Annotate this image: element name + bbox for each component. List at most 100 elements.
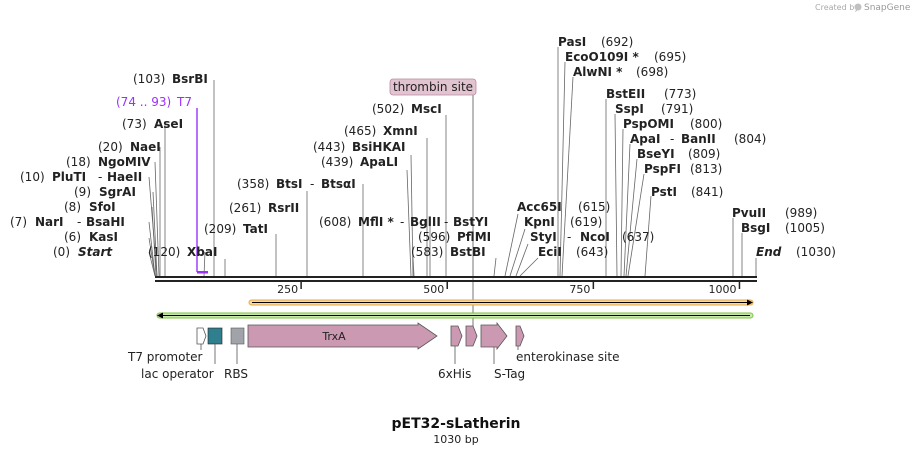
site-pos-naei: (20): [98, 140, 123, 154]
svg-text:-: -: [77, 215, 81, 229]
map-length: 1030 bp: [433, 433, 478, 446]
site-name-nari[interactable]: NarI: [35, 215, 64, 229]
site-pos-bsihkai: (443): [313, 140, 345, 154]
site-name-ngomiv[interactable]: NgoMIV: [98, 155, 151, 169]
t7-promoter-label: T7 promoter: [127, 350, 203, 364]
site-name-start[interactable]: Start: [78, 245, 113, 259]
site-name-kpni[interactable]: KpnI: [524, 215, 555, 229]
site-pos-styi: (637): [622, 230, 654, 244]
site-pos-kpni: (619): [570, 215, 602, 229]
orf-green[interactable]: [156, 312, 754, 319]
site-name-bstyi[interactable]: BstYI: [453, 215, 488, 229]
ruler-tick-label: 750: [569, 283, 590, 296]
svg-text:-: -: [670, 132, 674, 146]
backbone-top-strand: [155, 276, 757, 278]
site-name-bglii[interactable]: BglII: [410, 215, 441, 229]
his-tag-feature[interactable]: [450, 325, 463, 347]
site-name-bsgi[interactable]: BsgI: [741, 221, 770, 235]
site-name-bsihkai[interactable]: BsiHKAI: [352, 140, 406, 154]
site-pos-msci: (502): [372, 102, 404, 116]
site-name-btsai[interactable]: BtsαI: [321, 177, 356, 191]
site-name-pspfi[interactable]: PspFI: [644, 162, 681, 176]
site-name-eco0109i[interactable]: EcoO109I *: [565, 50, 639, 64]
site-pos-acc65i: (615): [578, 200, 610, 214]
site-pos-mfli: (608): [319, 215, 351, 229]
site-name-bstbi[interactable]: BstBI: [450, 245, 486, 259]
site-name-acc65i[interactable]: Acc65I: [517, 200, 562, 214]
site-pos-tati: (209): [204, 222, 236, 236]
s-tag-feature[interactable]: [480, 321, 508, 351]
site-name-pvuii[interactable]: PvuII: [732, 206, 766, 220]
site-name-sspi[interactable]: SspI: [615, 102, 644, 116]
site-name-asei[interactable]: AseI: [154, 117, 183, 131]
site-name-psti[interactable]: PstI: [651, 185, 677, 199]
thrombin-site-label: thrombin site: [393, 80, 473, 94]
site-pos-xmni: (465): [344, 124, 376, 138]
site-name-sgrai[interactable]: SgrAI: [99, 185, 136, 199]
site-name-pflmi[interactable]: PflMI: [457, 230, 491, 244]
site-name-banii[interactable]: BanII: [681, 132, 716, 146]
thrombin-feature[interactable]: [465, 325, 478, 347]
site-name-alwni[interactable]: AlwNI *: [573, 65, 623, 79]
svg-text:-: -: [98, 170, 102, 184]
site-pos-pvuii: (989): [785, 206, 817, 220]
site-pos-pflmi: (596): [418, 230, 450, 244]
snapgene-logo-icon: [854, 3, 862, 11]
site-name-tati[interactable]: TatI: [243, 222, 268, 236]
site-pos-asei: (73): [122, 117, 147, 131]
site-name-msci[interactable]: MscI: [411, 102, 442, 116]
lac-operator-feature[interactable]: [207, 327, 223, 345]
ruler-tick-label: 500: [423, 283, 444, 296]
site-pos-btsi: (358): [237, 177, 269, 191]
site-name-ecii[interactable]: EciI: [538, 245, 562, 259]
site-pos-sspi: (791): [661, 102, 693, 116]
site-name-xbai[interactable]: XbaI: [187, 245, 217, 259]
his-tag-label: 6xHis: [438, 367, 471, 381]
site-pos-kasi: (6): [64, 230, 81, 244]
t7-primer-mark[interactable]: [197, 271, 208, 274]
backbone-bottom-strand: [155, 280, 757, 282]
site-pos-bsteii: (773): [664, 87, 696, 101]
site-name-pasi[interactable]: PasI: [558, 35, 586, 49]
site-pos-pspomi: (800): [690, 117, 722, 131]
svg-text:-: -: [567, 230, 571, 244]
site-pos-ecii: (643): [576, 245, 608, 259]
feature-label-ticks: [200, 344, 519, 364]
t7-primer-name: T7: [176, 95, 192, 109]
site-name-end[interactable]: End: [756, 245, 782, 259]
site-name-rsrii[interactable]: RsrII: [268, 201, 299, 215]
site-name-ncoi[interactable]: NcoI: [580, 230, 610, 244]
site-name-bsahi[interactable]: BsaHI: [86, 215, 125, 229]
site-pos-pluti: (10): [20, 170, 45, 184]
site-name-haeii[interactable]: HaeII: [107, 170, 142, 184]
rbs-feature[interactable]: [230, 327, 245, 345]
trxA-feature[interactable]: [247, 322, 438, 350]
site-name-mfli[interactable]: MflI *: [358, 215, 394, 229]
enterokinase-feature[interactable]: [515, 325, 525, 347]
site-name-bseyi[interactable]: BseYI: [637, 147, 675, 161]
site-name-kasi[interactable]: KasI: [89, 230, 118, 244]
site-name-xmni[interactable]: XmnI: [383, 124, 418, 138]
site-name-apali[interactable]: ApaLI: [360, 155, 398, 169]
site-name-bsrbi[interactable]: BsrBI: [172, 72, 208, 86]
site-pos-nari: (7): [10, 215, 27, 229]
site-name-sfoi[interactable]: SfoI: [89, 200, 116, 214]
site-name-bsteii[interactable]: BstEII: [606, 87, 645, 101]
site-name-naei[interactable]: NaeI: [130, 140, 161, 154]
enterokinase-label: enterokinase site: [516, 350, 619, 364]
svg-text:-: -: [310, 177, 314, 191]
site-pos-bstbi: (583): [411, 245, 443, 259]
t7-promoter-feature[interactable]: [196, 327, 207, 345]
site-name-btsi[interactable]: BtsI: [276, 177, 303, 191]
site-pos-xbai: (120): [148, 245, 180, 259]
site-pos-end: (1030): [796, 245, 836, 259]
thrombin-site-callout[interactable]: [389, 78, 477, 96]
site-name-styi[interactable]: StyI: [530, 230, 557, 244]
orf-orange[interactable]: [248, 299, 754, 306]
site-name-pspomi[interactable]: PspOMI: [623, 117, 674, 131]
site-name-pluti[interactable]: PluTI: [52, 170, 86, 184]
site-name-apai[interactable]: ApaI: [630, 132, 660, 146]
